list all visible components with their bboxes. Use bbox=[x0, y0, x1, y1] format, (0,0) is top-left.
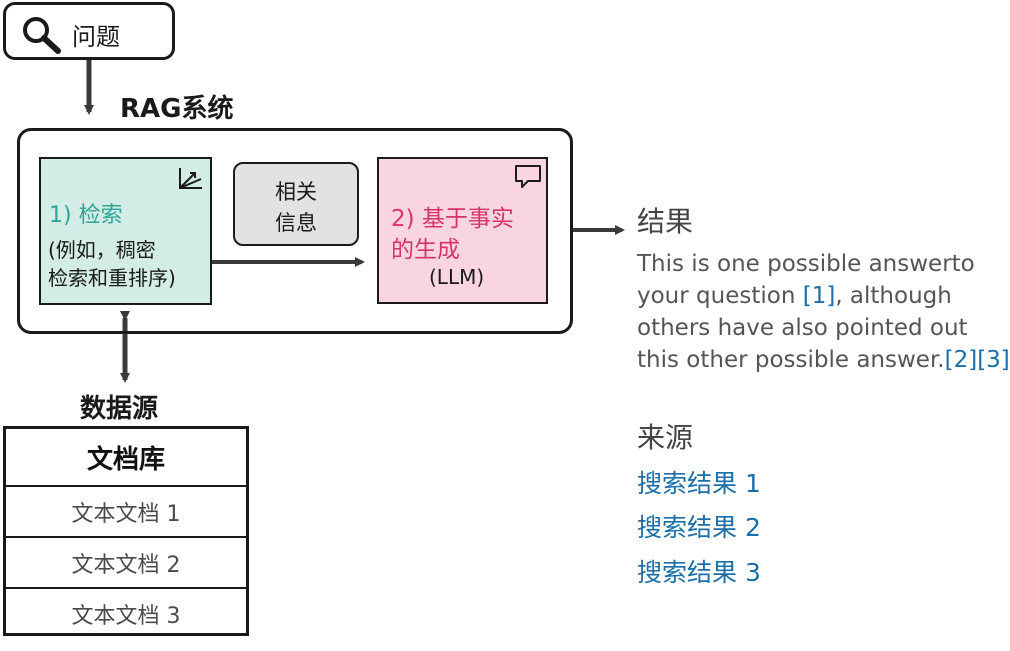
search-icon bbox=[20, 15, 64, 59]
answer-text: This is one possible answerto bbox=[637, 251, 975, 277]
rag-system-title: RAG系统 bbox=[120, 94, 234, 124]
document-store-header: 文档库 bbox=[86, 444, 165, 475]
query-box: 问题 bbox=[3, 2, 175, 60]
answer-text: this other possible answer. bbox=[637, 347, 945, 373]
retrieval-title: 1) 检索 bbox=[49, 203, 123, 228]
generation-box: 2) 基于事实 的生成 (LLM) bbox=[377, 157, 548, 304]
answer-line: your question [1], although bbox=[637, 283, 952, 309]
document-row: 文本文档 3 bbox=[6, 587, 246, 638]
speech-bubble-icon bbox=[514, 164, 542, 194]
generation-model-label: (LLM) bbox=[429, 265, 485, 289]
relevant-info-line1: 相关 bbox=[275, 180, 317, 204]
document-store-table: 文档库 文本文档 1 文本文档 2 文本文档 3 bbox=[3, 426, 249, 636]
result-title: 结果 bbox=[637, 205, 694, 238]
generation-title-line2: 的生成 bbox=[391, 237, 460, 263]
rag-system-frame bbox=[17, 128, 573, 334]
answer-text: your question bbox=[637, 283, 803, 309]
generation-title-line1: 2) 基于事实 bbox=[391, 206, 514, 232]
relevant-info-box: 相关 信息 bbox=[233, 162, 359, 246]
source-link[interactable]: 搜索结果 3 bbox=[637, 558, 761, 587]
sources-title: 来源 bbox=[637, 421, 694, 454]
source-link[interactable]: 搜索结果 2 bbox=[637, 513, 761, 542]
retrieval-desc-line1: (例如，稠密 bbox=[48, 238, 156, 262]
data-source-label: 数据源 bbox=[80, 394, 159, 424]
vector-axes-icon bbox=[177, 165, 205, 195]
query-label: 问题 bbox=[72, 23, 120, 51]
citation-link[interactable]: [2][3] bbox=[944, 347, 1010, 373]
document-row: 文本文档 1 bbox=[6, 485, 246, 536]
answer-text: , although bbox=[835, 283, 952, 309]
document-row: 文本文档 2 bbox=[6, 536, 246, 587]
answer-line: This is one possible answerto bbox=[637, 251, 975, 277]
retrieval-desc-line2: 检索和重排序) bbox=[48, 266, 176, 290]
citation-link[interactable]: [1] bbox=[802, 283, 836, 309]
answer-line: others have also pointed out bbox=[637, 315, 968, 341]
source-link[interactable]: 搜索结果 1 bbox=[637, 469, 761, 498]
relevant-info-line2: 信息 bbox=[275, 211, 317, 235]
answer-line: this other possible answer.[2][3] bbox=[637, 347, 1010, 373]
answer-text: others have also pointed out bbox=[637, 315, 968, 341]
retrieval-box: 1) 检索 (例如，稠密 检索和重排序) bbox=[39, 157, 212, 305]
